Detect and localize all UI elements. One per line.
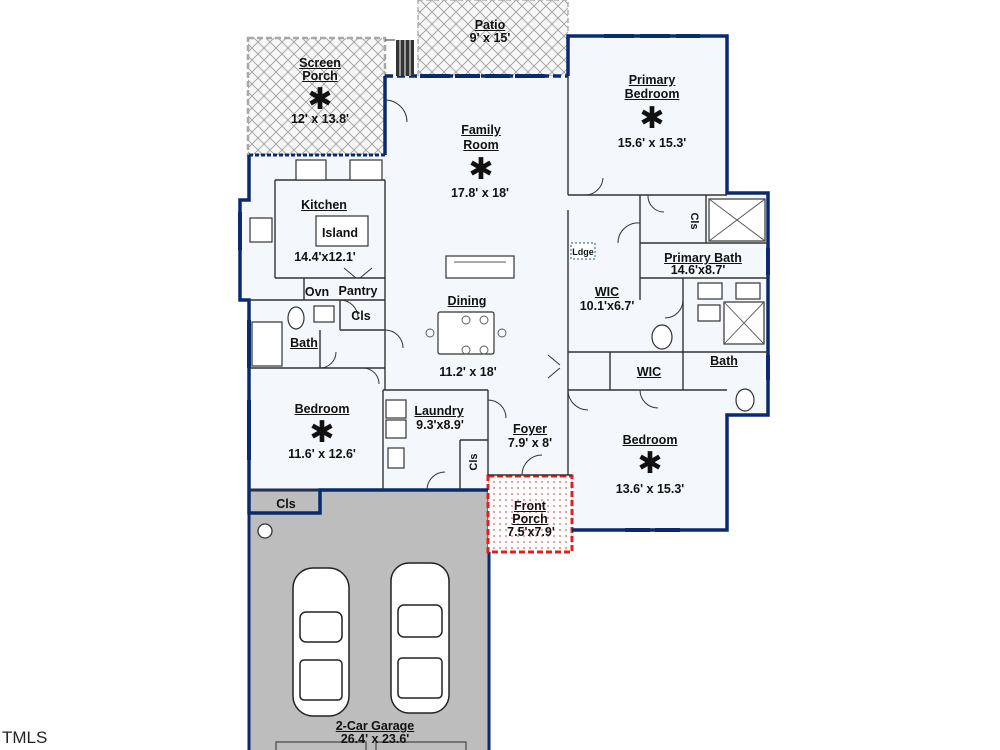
screen-porch-label-1: Screen bbox=[299, 56, 341, 70]
foyer-dims: 7.9' x 8' bbox=[507, 436, 553, 450]
dining-dims: 11.2' x 18' bbox=[439, 365, 497, 379]
front-porch-label-1: Front bbox=[514, 499, 546, 513]
screen-porch-label-2: Porch bbox=[302, 69, 338, 83]
family-room-label-1: Family bbox=[461, 123, 501, 137]
primary-bedroom-label-1: Primary bbox=[628, 73, 676, 87]
wic-primary-label: WIC bbox=[594, 285, 620, 299]
ledge-label: Ldge bbox=[572, 247, 594, 257]
patio-label: Patio bbox=[474, 18, 506, 32]
ovn-label: Ovn bbox=[304, 285, 330, 299]
laundry-dims: 9.3'x8.9' bbox=[416, 418, 464, 432]
foyer-closet-label: Cls bbox=[468, 453, 480, 471]
screen-porch-area bbox=[246, 36, 387, 157]
primary-bath-dims: 14.6'x8.7' bbox=[670, 263, 726, 277]
car-left bbox=[292, 567, 350, 717]
family-room-dims: 17.8' x 18' bbox=[450, 186, 510, 200]
bedroom-closet-label: Cls bbox=[276, 497, 296, 511]
bath-left-label: Bath bbox=[290, 336, 318, 350]
kitchen-dims: 14.4'x12.1' bbox=[294, 250, 356, 264]
primary-closet-label: Cls bbox=[688, 212, 700, 230]
bedroom-right-label: Bedroom bbox=[622, 433, 678, 447]
primary-bedroom-dims: 15.6' x 15.3' bbox=[617, 136, 687, 150]
ceiling-fan-icon: ✱ bbox=[468, 152, 494, 187]
bedroom-left-label: Bedroom bbox=[294, 402, 350, 416]
kitchen-label: Kitchen bbox=[301, 198, 347, 212]
primary-bedroom-label-2: Bedroom bbox=[624, 87, 680, 101]
primary-bath-label: Primary Bath bbox=[664, 251, 742, 265]
ceiling-fan-icon: ✱ bbox=[639, 101, 665, 136]
front-porch-area bbox=[486, 474, 574, 554]
front-porch-dims: 7.5'x7.9' bbox=[507, 525, 555, 539]
wic-second-label: WIC bbox=[636, 365, 662, 379]
closet-label: Cls bbox=[351, 309, 371, 323]
island-label: Island bbox=[321, 226, 359, 240]
bath-right-label: Bath bbox=[710, 354, 738, 368]
garage-dims: 26.4' x 23.6' bbox=[340, 732, 410, 746]
family-room-label-2: Room bbox=[463, 138, 499, 152]
pantry-label: Pantry bbox=[338, 284, 378, 298]
mls-watermark: TMLS bbox=[2, 728, 48, 747]
patio-dims: 9' x 15' bbox=[469, 31, 511, 45]
front-porch-label-2: Porch bbox=[512, 512, 548, 526]
foyer-label: Foyer bbox=[512, 422, 548, 436]
garage-label: 2-Car Garage bbox=[335, 719, 415, 733]
dining-label: Dining bbox=[447, 294, 487, 308]
laundry-label: Laundry bbox=[414, 404, 464, 418]
bedroom-right-dims: 13.6' x 15.3' bbox=[615, 482, 685, 496]
ceiling-fan-icon: ✱ bbox=[307, 82, 333, 117]
ceiling-fan-icon: ✱ bbox=[309, 415, 335, 450]
bedroom-left-dims: 11.6' x 12.6' bbox=[288, 447, 356, 461]
car-right bbox=[390, 562, 450, 714]
garage-floor bbox=[247, 488, 491, 750]
screen-porch-dims: 12' x 13.8' bbox=[290, 112, 350, 126]
wic-primary-dims: 10.1'x6.7' bbox=[579, 299, 635, 313]
ceiling-fan-icon: ✱ bbox=[637, 446, 663, 481]
